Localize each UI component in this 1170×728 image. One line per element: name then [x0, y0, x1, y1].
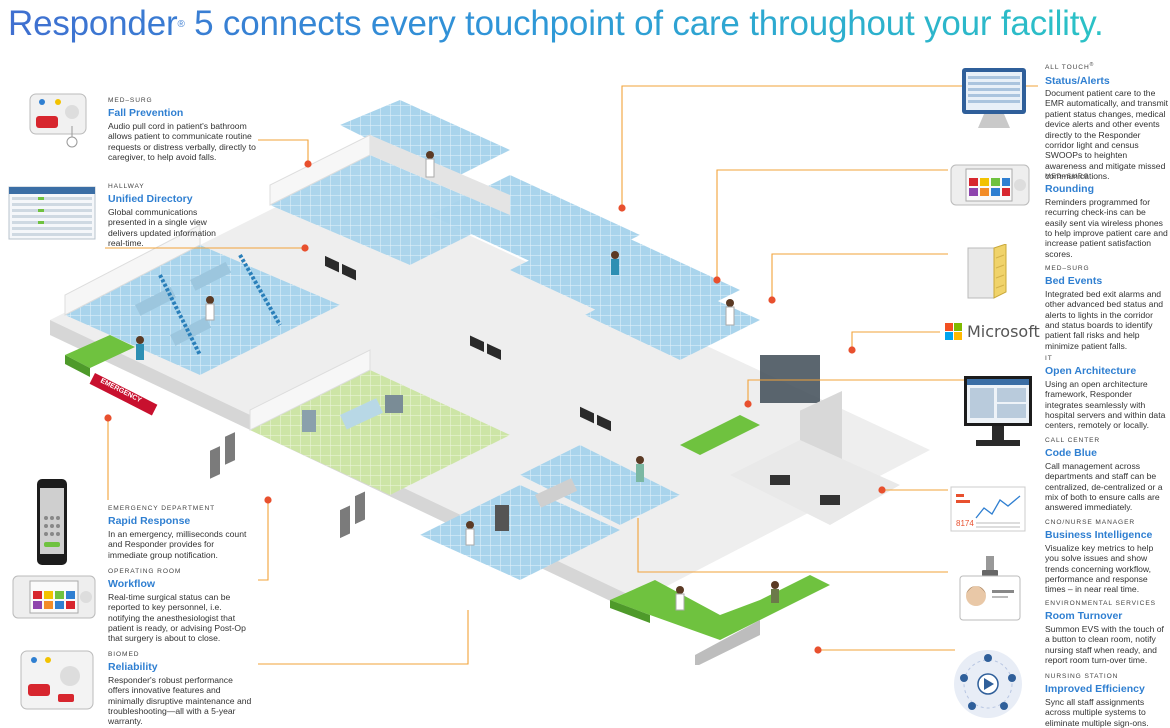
desktop-monitor-icon — [964, 376, 1032, 446]
callout-title: Fall Prevention — [108, 107, 184, 120]
callout-description: Reminders programmed for recurring check… — [1045, 196, 1168, 259]
callout-category: ALL TOUCH® — [1045, 60, 1169, 74]
callout-description: Summon EVS with the touch of a button to… — [1045, 623, 1164, 666]
callout-category: MED–SURG — [1045, 173, 1090, 180]
microsoft-logo: Microsoft — [945, 322, 1040, 341]
callout-category: NURSING STATION — [1045, 673, 1119, 680]
callout-description: Call management across departments and s… — [1045, 460, 1163, 513]
page-headline: Responder® 5 connects every touchpoint o… — [8, 4, 1103, 44]
callout-category: MED–SURG — [108, 97, 153, 104]
callout-category-mark: ® — [1089, 62, 1095, 68]
callout-category: ENVIRONMENTAL SERVICES — [1045, 600, 1156, 607]
callout-business-intelligence: CNO/NURSE MANAGER Business Intelligence … — [1045, 518, 1169, 595]
callout-description: Audio pull cord in patient's bathroom al… — [108, 120, 256, 163]
med-surg-rooms — [269, 100, 760, 360]
callout-status-alerts: ALL TOUCH® Status/Alerts Document patien… — [1045, 60, 1169, 182]
smartphone-icon — [37, 479, 67, 565]
biomed-lab-floor — [420, 445, 680, 580]
touch-console-icon — [12, 575, 96, 619]
callout-reliability: BIOMED Reliability Responder's robust pe… — [108, 650, 256, 727]
callout-title: Rapid Response — [108, 515, 191, 528]
callout-room-turnover: ENVIRONMENTAL SERVICES Room Turnover Sum… — [1045, 599, 1169, 665]
id-badge-icon — [959, 556, 1021, 621]
callout-description: Document patient care to the EMR automat… — [1045, 88, 1169, 182]
callout-title: Code Blue — [1045, 447, 1097, 460]
callout-description: Global communications presented in a sin… — [108, 206, 216, 249]
callout-category: CALL CENTER — [1045, 437, 1101, 444]
callout-category: OPERATING ROOM — [108, 568, 182, 575]
microsoft-wordmark: Microsoft — [967, 322, 1040, 341]
callout-category: HALLWAY — [108, 183, 145, 190]
callout-description: Using an open architecture framework, Re… — [1045, 378, 1166, 431]
callout-category: EMERGENCY DEPARTMENT — [108, 505, 216, 512]
dashboard-screen-icon — [8, 186, 96, 240]
callout-title: Open Architecture — [1045, 365, 1137, 378]
callout-title: Unified Directory — [108, 193, 193, 206]
callout-category: BIOMED — [108, 651, 140, 658]
callout-fall-prevention: MED–SURG Fall Prevention Audio pull cord… — [108, 96, 256, 162]
staff-figures — [136, 151, 779, 611]
operating-room — [249, 349, 510, 495]
headline-brand: Responder — [8, 4, 178, 43]
callout-description: Sync all staff assignments across multip… — [1045, 696, 1149, 728]
server-cabinet-icon — [967, 244, 1007, 299]
callout-open-architecture: IT Open Architecture Using an open archi… — [1045, 354, 1169, 431]
network-hub-icon — [954, 650, 1022, 718]
callout-title: Business Intelligence — [1045, 529, 1153, 542]
callout-workflow: OPERATING ROOM Workflow Real-time surgic… — [108, 567, 256, 644]
callout-category: IT — [1045, 355, 1053, 362]
microsoft-squares-icon — [945, 323, 962, 340]
callout-title: Reliability — [108, 661, 158, 674]
callout-title: Room Turnover — [1045, 610, 1123, 623]
headline-rest: 5 connects every touchpoint of care thro… — [184, 4, 1104, 43]
callout-unified-directory: HALLWAY Unified Directory Global communi… — [108, 182, 232, 248]
touch-console-icon — [950, 164, 1030, 206]
speaker-station-icon — [20, 650, 94, 710]
callout-title: Status/Alerts — [1045, 74, 1110, 87]
pull-cord-station-icon — [29, 93, 87, 148]
doors — [210, 432, 365, 539]
analytics-report-icon: 8174 — [950, 486, 1026, 532]
callout-title: Rounding — [1045, 183, 1094, 196]
callout-code-blue: CALL CENTER Code Blue Call management ac… — [1045, 436, 1169, 513]
callout-bed-events: MED–SURG Bed Events Integrated bed exit … — [1045, 264, 1169, 351]
callout-title: Improved Efficiency — [1045, 683, 1145, 696]
callout-category-text: ALL TOUCH — [1045, 64, 1090, 72]
hospital-floorplan-illustration: EMERGENCY — [50, 100, 930, 665]
callout-title: Bed Events — [1045, 275, 1103, 288]
callout-rounding: MED–SURG Rounding Reminders programmed f… — [1045, 172, 1169, 259]
callout-description: Visualize key metrics to help you solve … — [1045, 542, 1154, 595]
callout-description: Responder's robust performance offers in… — [108, 674, 252, 727]
callout-description: Real-time surgical status can be reporte… — [108, 591, 246, 644]
headline-registered-mark: ® — [177, 19, 185, 30]
callout-category: MED–SURG — [1045, 265, 1090, 272]
callout-title: Workflow — [108, 578, 156, 591]
touch-monitor-icon — [962, 68, 1026, 128]
callout-description: In an emergency, milliseconds count and … — [108, 528, 247, 560]
bi-metric-value: 8174 — [956, 519, 974, 528]
callout-category: CNO/NURSE MANAGER — [1045, 519, 1136, 526]
hallway-monitors — [325, 255, 611, 432]
callout-improved-efficiency: NURSING STATION Improved Efficiency Sync… — [1045, 672, 1169, 728]
nursing-station-desk — [610, 575, 830, 665]
callout-description: Integrated bed exit alarms and other adv… — [1045, 288, 1164, 351]
callout-rapid-response: EMERGENCY DEPARTMENT Rapid Response In a… — [108, 504, 256, 560]
